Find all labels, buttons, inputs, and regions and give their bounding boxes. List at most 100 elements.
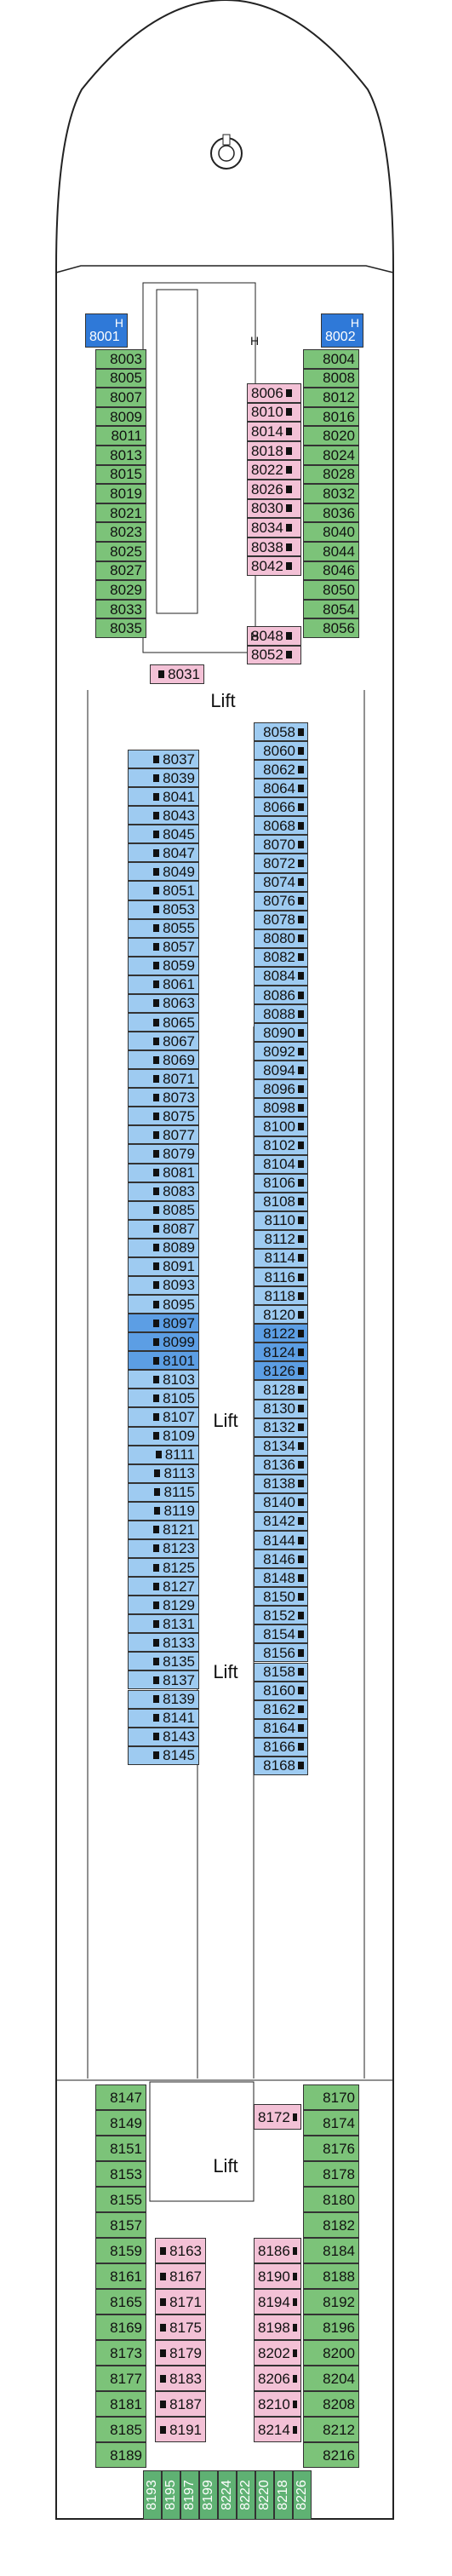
cabin-8165[interactable]: 8165 [95,2289,146,2314]
cabin-8102[interactable]: 8102 [254,1136,308,1155]
cabin-8141[interactable]: 8141 [128,1708,199,1728]
cabin-8107[interactable]: 8107 [128,1407,199,1427]
cabin-8074[interactable]: 8074 [254,872,308,892]
cabin-8063[interactable]: 8063 [128,993,199,1013]
cabin-8222[interactable]: 8222 [237,2470,255,2520]
cabin-8184[interactable]: 8184 [303,2238,359,2263]
cabin-8067[interactable]: 8067 [128,1032,199,1051]
cabin-8152[interactable]: 8152 [254,1606,308,1625]
cabin-8054[interactable]: 8054 [303,599,359,619]
cabin-8055[interactable]: 8055 [128,918,199,938]
cabin-8081[interactable]: 8081 [128,1163,199,1182]
cabin-8016[interactable]: 8016 [303,406,359,427]
cabin-8080[interactable]: 8080 [254,929,308,948]
cabin-8025[interactable]: 8025 [95,542,146,561]
cabin-8194[interactable]: 8194 [254,2289,301,2314]
cabin-8202[interactable]: 8202 [254,2340,301,2366]
cabin-8049[interactable]: 8049 [128,862,199,882]
cabin-8093[interactable]: 8093 [128,1275,199,1296]
cabin-8060[interactable]: 8060 [254,741,308,761]
cabin-8004[interactable]: 8004 [303,349,359,369]
cabin-8127[interactable]: 8127 [128,1577,199,1596]
cabin-8033[interactable]: 8033 [95,599,146,619]
cabin-8163[interactable]: 8163 [155,2238,206,2263]
cabin-8128[interactable]: 8128 [254,1380,308,1400]
cabin-8138[interactable]: 8138 [254,1474,308,1493]
cabin-8190[interactable]: 8190 [254,2263,301,2289]
cabin-8178[interactable]: 8178 [303,2161,359,2187]
cabin-8101[interactable]: 8101 [128,1351,199,1371]
cabin-8130[interactable]: 8130 [254,1399,308,1418]
cabin-8051[interactable]: 8051 [128,881,199,900]
cabin-8206[interactable]: 8206 [254,2366,301,2391]
cabin-8135[interactable]: 8135 [128,1652,199,1671]
cabin-8170[interactable]: 8170 [303,2084,359,2110]
cabin-8031[interactable]: 8031 [150,664,204,684]
cabin-8076[interactable]: 8076 [254,891,308,911]
cabin-8036[interactable]: 8036 [303,503,359,523]
cabin-8085[interactable]: 8085 [128,1200,199,1220]
cabin-8070[interactable]: 8070 [254,835,308,854]
cabin-8149[interactable]: 8149 [95,2110,146,2136]
cabin-8075[interactable]: 8075 [128,1107,199,1126]
cabin-8045[interactable]: 8045 [128,825,199,844]
cabin-8112[interactable]: 8112 [254,1229,308,1249]
cabin-8095[interactable]: 8095 [128,1295,199,1314]
cabin-8032[interactable]: 8032 [303,484,359,503]
cabin-8082[interactable]: 8082 [254,947,308,967]
cabin-8176[interactable]: 8176 [303,2136,359,2161]
cabin-8090[interactable]: 8090 [254,1023,308,1043]
cabin-8048[interactable]: 8048 [247,626,301,646]
cabin-8039[interactable]: 8039 [128,768,199,788]
cabin-8024[interactable]: 8024 [303,446,359,465]
cabin-8171[interactable]: 8171 [155,2289,206,2314]
cabin-8136[interactable]: 8136 [254,1455,308,1475]
cabin-8158[interactable]: 8158 [254,1662,308,1682]
cabin-8040[interactable]: 8040 [303,522,359,542]
cabin-8195[interactable]: 8195 [162,2470,180,2520]
cabin-8132[interactable]: 8132 [254,1417,308,1437]
cabin-8167[interactable]: 8167 [155,2263,206,2289]
cabin-8059[interactable]: 8059 [128,956,199,975]
cabin-8187[interactable]: 8187 [155,2391,206,2417]
cabin-8188[interactable]: 8188 [303,2263,359,2289]
cabin-8208[interactable]: 8208 [303,2391,359,2417]
cabin-8078[interactable]: 8078 [254,910,308,929]
cabin-8008[interactable]: 8008 [303,368,359,388]
cabin-8110[interactable]: 8110 [254,1210,308,1230]
cabin-8204[interactable]: 8204 [303,2366,359,2391]
cabin-8155[interactable]: 8155 [95,2187,146,2212]
cabin-8142[interactable]: 8142 [254,1511,308,1531]
cabin-8023[interactable]: 8023 [95,522,146,542]
cabin-8103[interactable]: 8103 [128,1370,199,1389]
cabin-8042[interactable]: 8042 [247,556,301,576]
cabin-8109[interactable]: 8109 [128,1426,199,1446]
cabin-8166[interactable]: 8166 [254,1737,308,1757]
cabin-8029[interactable]: 8029 [95,580,146,600]
cabin-8099[interactable]: 8099 [128,1332,199,1352]
cabin-8189[interactable]: 8189 [95,2442,146,2468]
cabin-8216[interactable]: 8216 [303,2442,359,2468]
cabin-8077[interactable]: 8077 [128,1125,199,1145]
cabin-8143[interactable]: 8143 [128,1727,199,1746]
cabin-8168[interactable]: 8168 [254,1756,308,1775]
cabin-8006[interactable]: 8006 [247,383,301,403]
cabin-8134[interactable]: 8134 [254,1436,308,1456]
cabin-8226[interactable]: 8226 [293,2470,312,2520]
cabin-8068[interactable]: 8068 [254,816,308,836]
cabin-8018[interactable]: 8018 [247,440,301,461]
cabin-8104[interactable]: 8104 [254,1154,308,1174]
cabin-8124[interactable]: 8124 [254,1343,308,1362]
cabin-8061[interactable]: 8061 [128,975,199,994]
cabin-8015[interactable]: 8015 [95,464,146,485]
cabin-8156[interactable]: 8156 [254,1643,308,1663]
cabin-8144[interactable]: 8144 [254,1531,308,1550]
cabin-8133[interactable]: 8133 [128,1633,199,1653]
cabin-8003[interactable]: 8003 [95,349,146,369]
cabin-8185[interactable]: 8185 [95,2417,146,2442]
cabin-8180[interactable]: 8180 [303,2187,359,2212]
cabin-8154[interactable]: 8154 [254,1624,308,1644]
cabin-8064[interactable]: 8064 [254,779,308,798]
cabin-8148[interactable]: 8148 [254,1568,308,1588]
